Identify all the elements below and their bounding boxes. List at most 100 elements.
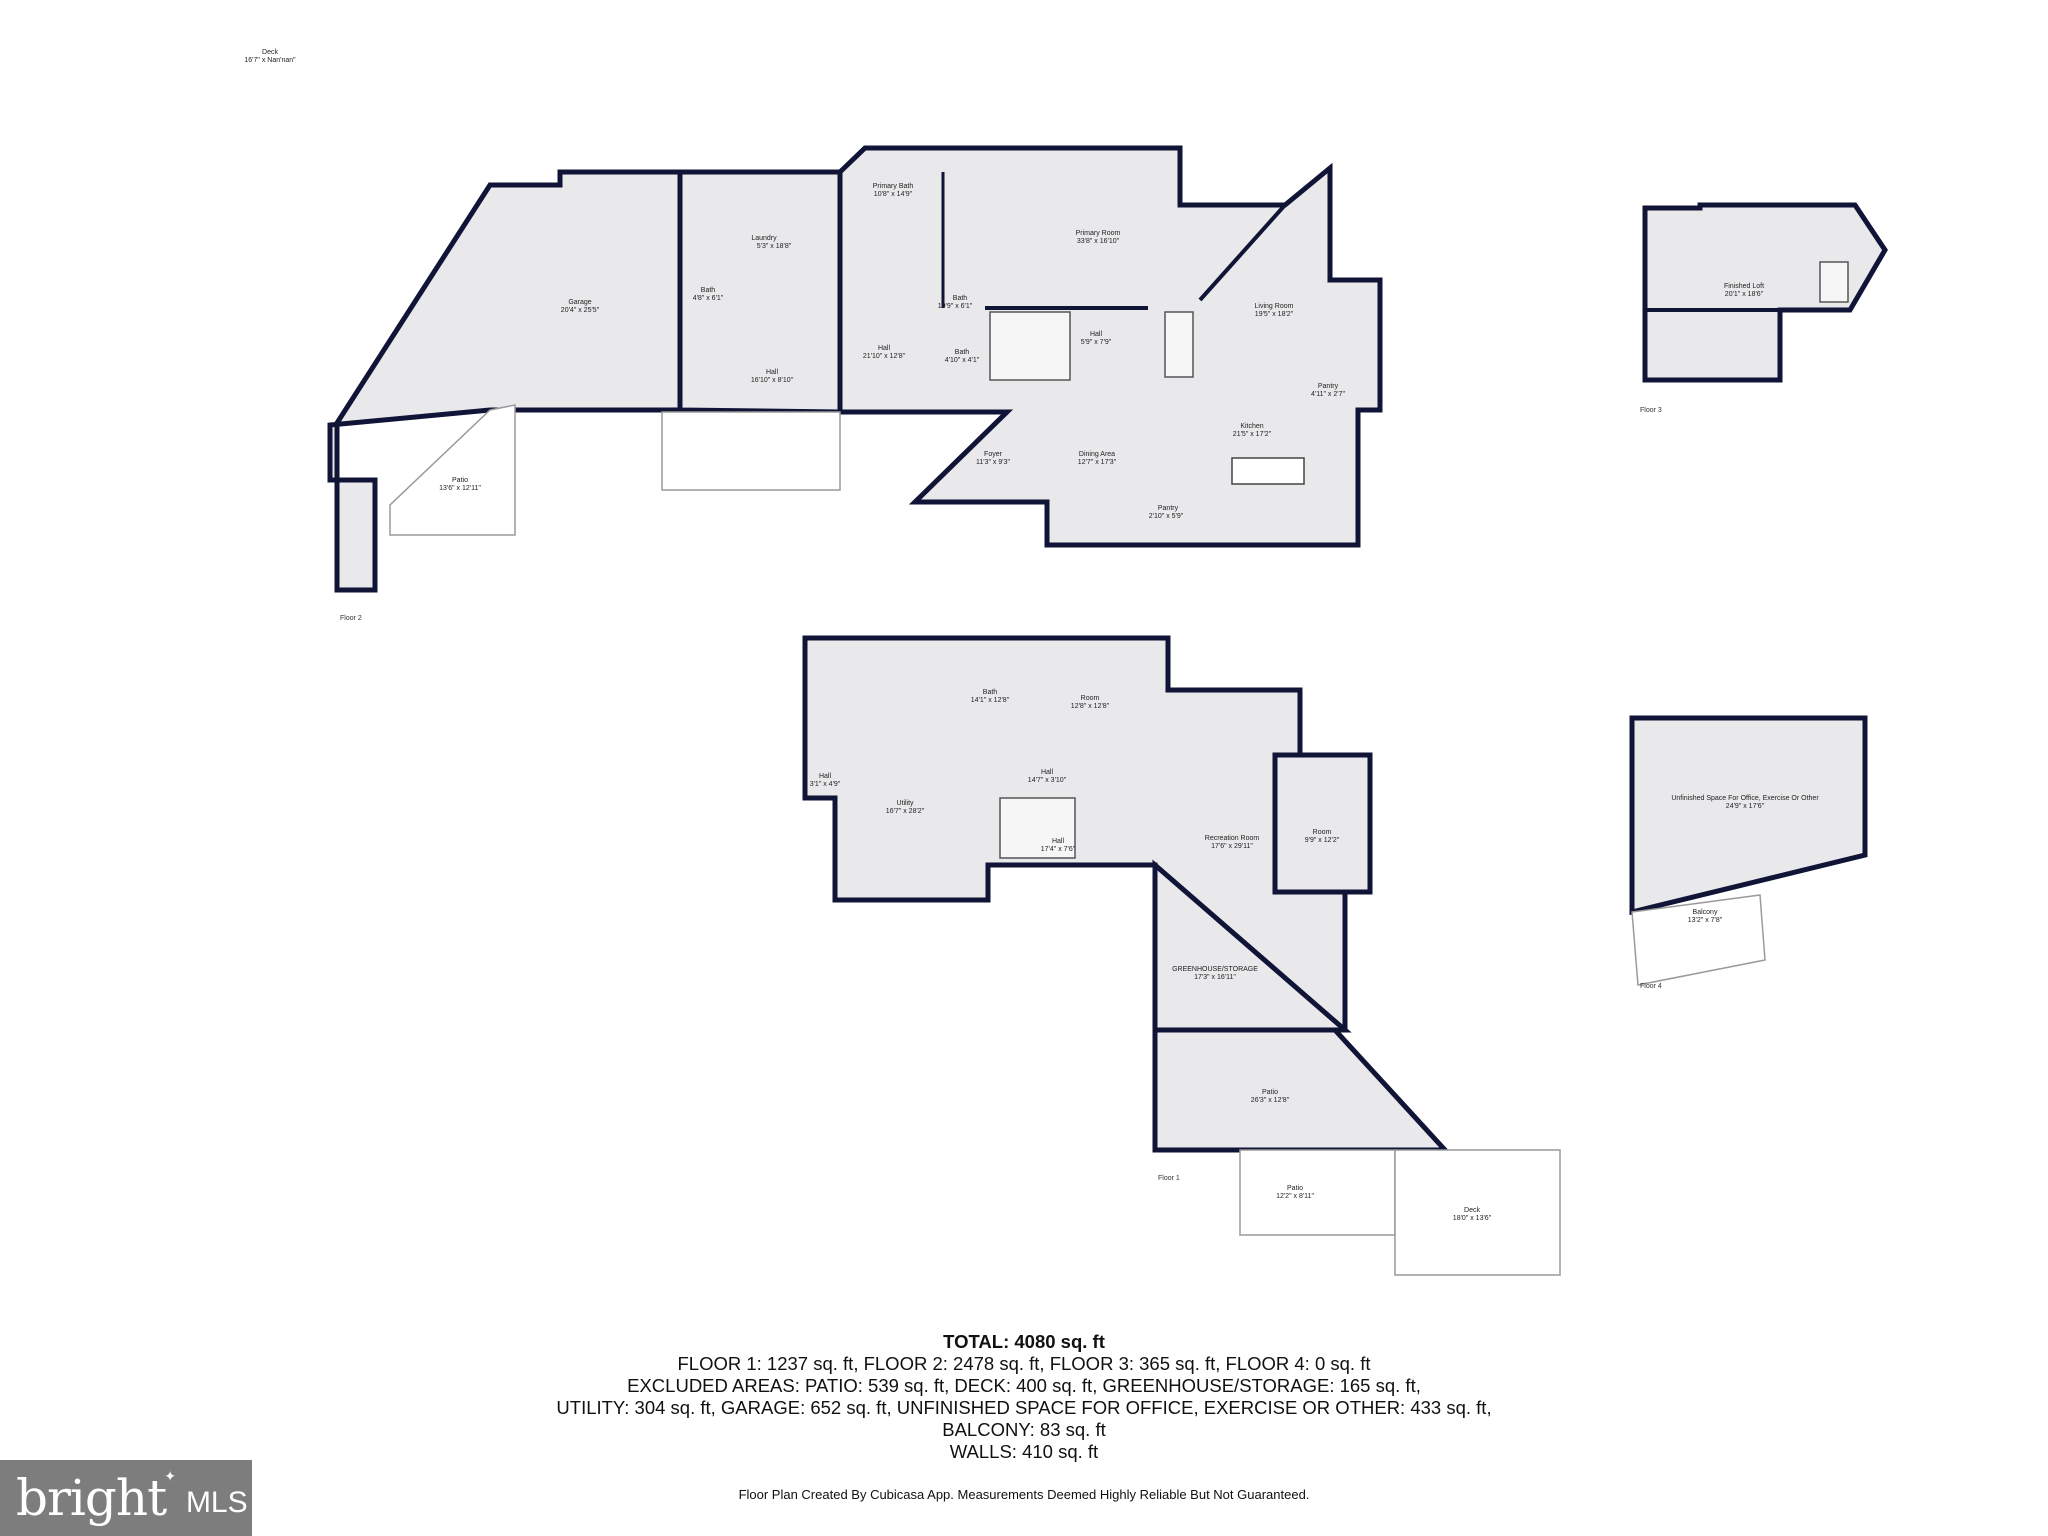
wall-diagonal bbox=[1198, 203, 1287, 302]
patio-1a-shape bbox=[1152, 1027, 1451, 1153]
logo-spark-icon: ✦ bbox=[164, 1467, 176, 1484]
finished-loft-dims: 20'1" x 18'6" bbox=[1725, 291, 1764, 298]
patio-1b-shape bbox=[1239, 1149, 1396, 1236]
unfinished-dims: 24'9" x 17'6" bbox=[1726, 803, 1765, 810]
patio-2-dims: 13'6" x 12'11" bbox=[439, 485, 481, 492]
stairs-2 bbox=[989, 311, 1071, 381]
disclaimer-text: Floor Plan Created By Cubicasa App. Meas… bbox=[738, 1487, 1310, 1502]
recreation-dims: 17'6" x 29'11" bbox=[1211, 843, 1253, 850]
pantry-b-name: Pantry bbox=[1158, 505, 1179, 512]
pantry-b-dims: 2'10" x 5'9" bbox=[1149, 513, 1184, 520]
summary-line-utility: UTILITY: 304 sq. ft, GARAGE: 652 sq. ft,… bbox=[556, 1397, 1492, 1418]
bath-2b-dims: 4'10" x 4'1" bbox=[945, 357, 980, 364]
hall-1a-name: Hall bbox=[819, 773, 832, 780]
pantry-a-dims: 4'11" x 2'7" bbox=[1311, 391, 1345, 398]
summary-line-walls: WALLS: 410 sq. ft bbox=[949, 1441, 1099, 1462]
patio-2-shape bbox=[389, 404, 516, 536]
hall-2b-name: Hall bbox=[878, 345, 891, 352]
hall-2a-dims: 16'10" x 8'10" bbox=[751, 377, 794, 384]
floor-1-plan bbox=[802, 635, 1561, 1276]
floor-plan: Floor 2 Floor 3 Floor 1 Floor 4 Deck 16'… bbox=[244, 49, 1888, 1276]
hall-2a-name: Hall bbox=[766, 369, 779, 376]
summary-total: TOTAL: 4080 sq. ft bbox=[943, 1331, 1105, 1352]
dining-name: Dining Area bbox=[1079, 451, 1115, 458]
room-1b-name: Room bbox=[1313, 829, 1332, 836]
dining-dims: 12'7" x 17'3" bbox=[1078, 459, 1117, 466]
primary-bath-name: Primary Bath bbox=[873, 183, 914, 190]
patio-1b-dims: 12'2" x 8'11" bbox=[1276, 1193, 1314, 1200]
deck-top-name: Deck bbox=[262, 49, 278, 56]
floor-2-plan bbox=[327, 145, 1383, 593]
finished-loft-name: Finished Loft bbox=[1724, 283, 1764, 290]
greenhouse-name: GREENHOUSE/STORAGE bbox=[1172, 966, 1258, 973]
deck-1-name: Deck bbox=[1464, 1207, 1480, 1214]
utility-dims: 16'7" x 28'2" bbox=[886, 808, 925, 815]
patio-1b-name: Patio bbox=[1287, 1185, 1303, 1192]
floor-4-plan bbox=[1629, 715, 1868, 986]
hall-1b-dims: 14'7" x 3'10" bbox=[1028, 777, 1067, 784]
unfinished-name: Unfinished Space For Office, Exercise Or… bbox=[1671, 795, 1819, 802]
kitchen-island bbox=[1231, 457, 1305, 485]
primary-suite-shape bbox=[837, 145, 1383, 548]
foyer-name: Foyer bbox=[984, 451, 1003, 458]
room-1a-name: Room bbox=[1081, 695, 1100, 702]
room-1b-shape bbox=[1272, 752, 1373, 895]
floor-4-label: Floor 4 bbox=[1640, 983, 1662, 990]
floor-2-label: Floor 2 bbox=[340, 615, 362, 622]
recreation-name: Recreation Room bbox=[1205, 835, 1260, 842]
deck-1-dims: 18'0" x 13'6" bbox=[1453, 1215, 1492, 1222]
kitchen-dims: 21'5" x 17'2" bbox=[1233, 431, 1272, 438]
garage-dims: 20'4" x 25'5" bbox=[561, 307, 600, 314]
loft-stairs bbox=[1819, 261, 1849, 303]
floor-1-label: Floor 1 bbox=[1158, 1175, 1180, 1182]
logo-brand: bright bbox=[16, 1469, 167, 1527]
area-summary: TOTAL: 4080 sq. ft FLOOR 1: 1237 sq. ft,… bbox=[0, 1331, 2048, 1463]
kitchen-name: Kitchen bbox=[1240, 423, 1263, 430]
pantry-a-name: Pantry bbox=[1318, 383, 1339, 390]
hall-1a-dims: 3'1" x 4'9" bbox=[810, 781, 841, 788]
room-1b-dims: 9'9" x 12'2" bbox=[1305, 837, 1340, 844]
laundry-name: Laundry bbox=[751, 235, 777, 242]
bright-mls-logo: bright ✦ MLS bbox=[0, 1460, 252, 1536]
bath-garage-name: Bath bbox=[701, 287, 716, 294]
laundry-dims: 5'3" x 18'8" bbox=[757, 243, 792, 250]
utility-name: Utility bbox=[896, 800, 914, 807]
foyer-dims: 11'3" x 9'3" bbox=[976, 459, 1010, 466]
bath-1-name: Bath bbox=[983, 689, 998, 696]
hall-2c-name: Hall bbox=[1090, 331, 1103, 338]
porch-shape bbox=[661, 411, 841, 491]
stairs-1 bbox=[999, 797, 1076, 859]
bath-2a-dims: 10'9" x 6'1" bbox=[938, 303, 973, 310]
primary-bath-dims: 10'8" x 14'9" bbox=[874, 191, 913, 198]
summary-line-balcony: BALCONY: 83 sq. ft bbox=[942, 1419, 1106, 1440]
living-room-dims: 19'5" x 18'2" bbox=[1255, 311, 1294, 318]
floor-3-plan bbox=[1642, 202, 1888, 383]
balcony-dims: 13'2" x 7'8" bbox=[1688, 917, 1723, 924]
logo-suffix: MLS bbox=[185, 1486, 248, 1519]
patio-2-name: Patio bbox=[452, 477, 468, 484]
hall-2b-dims: 21'10" x 12'8" bbox=[863, 353, 906, 360]
patio-1a-dims: 26'3" x 12'8" bbox=[1251, 1097, 1290, 1104]
garage-shape bbox=[327, 169, 683, 593]
floor-3-label: Floor 3 bbox=[1640, 407, 1662, 414]
room-labels: Deck 16'7" x Nan'nan" Garage 20'4" x 25'… bbox=[244, 49, 1819, 1222]
hall-1c-name: Hall bbox=[1052, 838, 1065, 845]
unfinished-shape bbox=[1629, 715, 1868, 916]
balcony-name: Balcony bbox=[1693, 909, 1718, 916]
loft-shape bbox=[1642, 202, 1888, 383]
bath-garage-dims: 4'8" x 6'1" bbox=[693, 295, 724, 302]
hall-1c-dims: 17'4" x 7'6" bbox=[1041, 846, 1076, 853]
summary-line-floors: FLOOR 1: 1237 sq. ft, FLOOR 2: 2478 sq. … bbox=[677, 1353, 1371, 1374]
fireplace bbox=[1164, 311, 1194, 378]
bath-2a-name: Bath bbox=[953, 295, 968, 302]
bath-2b-name: Bath bbox=[955, 349, 970, 356]
living-room-name: Living Room bbox=[1255, 303, 1294, 310]
bath-1-dims: 14'1" x 12'8" bbox=[971, 697, 1010, 704]
hall-1b-name: Hall bbox=[1041, 769, 1054, 776]
patio-1a-name: Patio bbox=[1262, 1089, 1278, 1096]
greenhouse-dims: 17'3" x 16'11" bbox=[1194, 974, 1236, 981]
deck-top-dims: 16'7" x Nan'nan" bbox=[244, 57, 296, 64]
primary-room-name: Primary Room bbox=[1076, 230, 1121, 237]
hall-2c-dims: 5'9" x 7'9" bbox=[1081, 339, 1112, 346]
room-1a-dims: 12'8" x 12'8" bbox=[1071, 703, 1110, 710]
